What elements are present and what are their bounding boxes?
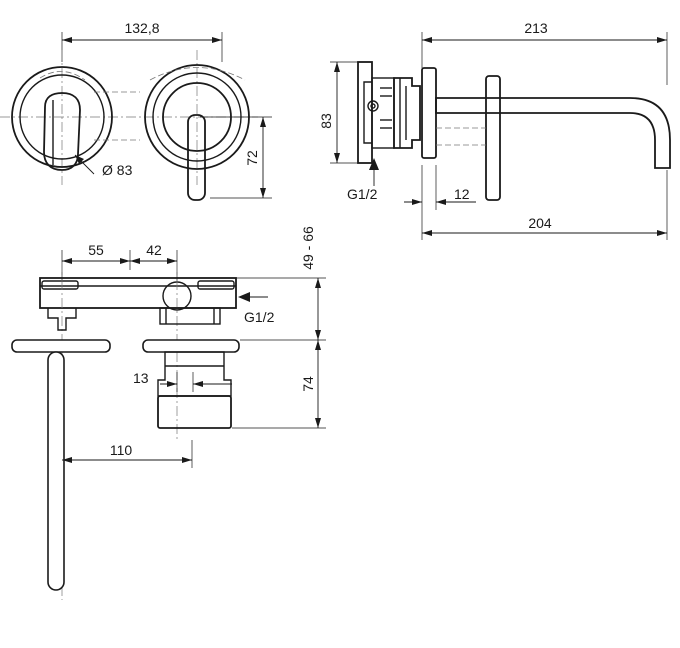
mixer-rosette-top [142, 339, 240, 353]
side-view: 213 83 G1/2 [318, 20, 671, 240]
mixer-rosette [11, 66, 113, 168]
plate-height-dimension: 83 [318, 113, 334, 129]
total-depth-dimension: 213 [524, 20, 548, 36]
cover-rosette [421, 67, 437, 159]
side-inlet-label: G1/2 [347, 186, 378, 202]
spout-front [187, 114, 206, 201]
front-view: 132,8 Ø 83 72 [0, 20, 272, 201]
lever-side [485, 75, 501, 201]
spout-top [47, 351, 65, 591]
spout-length-dimension: 110 [110, 442, 133, 458]
dim-42: 42 [146, 242, 162, 258]
body-depth-dimension: 74 [300, 376, 316, 392]
front-width-dimension: 132,8 [124, 20, 159, 36]
diameter-dimension: Ø 83 [102, 162, 133, 178]
lever-handle [43, 92, 81, 171]
spout-rosette-top [11, 339, 111, 353]
top-inlet-label: G1/2 [244, 309, 275, 325]
spout-reach-dimension: 204 [528, 215, 552, 231]
gap-dimension: 13 [133, 370, 149, 386]
spout-side [435, 97, 671, 169]
wall-plate [357, 61, 373, 164]
valve-body-top [39, 277, 237, 309]
front-height-dimension: 72 [244, 150, 260, 166]
top-view: 55 42 G1/2 49 - 66 [11, 226, 326, 600]
lever-top [157, 395, 232, 429]
dim-55: 55 [88, 242, 104, 258]
screw-head [367, 100, 379, 112]
offset-dimension: 12 [454, 186, 470, 202]
depth-range-dimension: 49 - 66 [300, 226, 316, 270]
